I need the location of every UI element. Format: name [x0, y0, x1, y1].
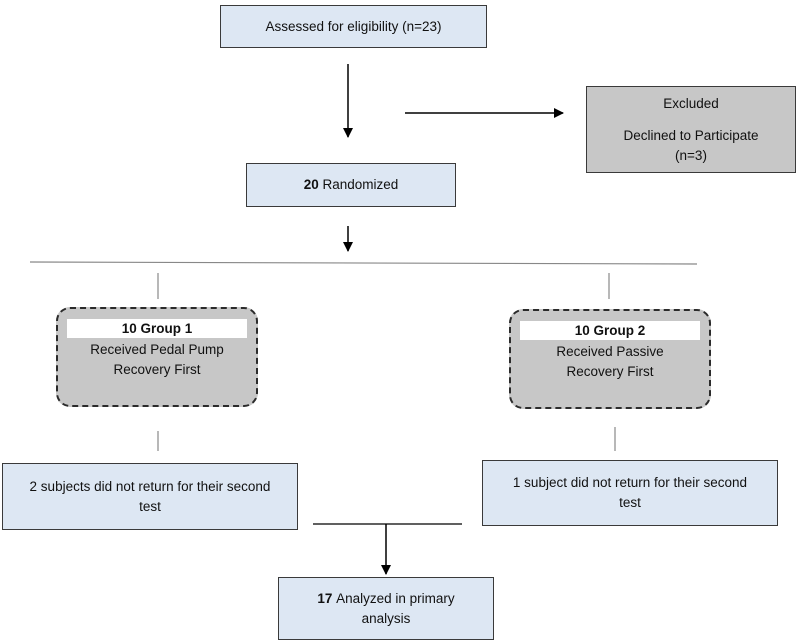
randomized-text: Randomized [322, 177, 399, 192]
split-line [29, 261, 698, 265]
analyzed-line1-wrap: 17 Analyzed in primary [317, 589, 454, 609]
group2-box: 10 Group 2 Received Passive Recovery Fir… [509, 309, 711, 409]
dropout1-line2: test [139, 498, 161, 514]
dropout2-line2: test [619, 495, 641, 510]
group2-line1: Received Passive [556, 344, 664, 359]
group1-line1: Received Pedal Pump [90, 342, 224, 357]
group1-title: 10 Group 1 [67, 319, 247, 338]
randomized-box: 20 Randomized [246, 163, 456, 207]
group1-line2: Recovery First [113, 362, 201, 377]
excluded-reason: Declined to Participate [623, 128, 759, 143]
screening-text: Assessed for eligibility (n=23) [265, 18, 442, 34]
group2-title: 10 Group 2 [520, 321, 700, 340]
analyzed-line2: analysis [361, 610, 411, 626]
dropout1-line1: 2 subjects did not return for their seco… [29, 478, 271, 494]
analyzed-line1: Analyzed in primary [336, 590, 455, 606]
analyzed-number: 17 [317, 590, 337, 606]
dropout2-box: 1 subject did not return for their secon… [482, 460, 778, 526]
group2-line2: Recovery First [566, 364, 654, 379]
group1-box: 10 Group 1 Received Pedal Pump Recovery … [56, 307, 258, 407]
dropout2-line1: 1 subject did not return for their secon… [512, 475, 748, 490]
excluded-count: (n=3) [675, 148, 707, 163]
analyzed-box: 17 Analyzed in primary analysis [278, 577, 494, 640]
excluded-title: Excluded [663, 96, 719, 111]
dropout1-box: 2 subjects did not return for their seco… [2, 463, 298, 530]
randomized-number: 20 [303, 177, 319, 192]
screening-box: Assessed for eligibility (n=23) [220, 5, 487, 48]
excluded-box: Excluded Declined to Participate (n=3) [586, 86, 796, 173]
